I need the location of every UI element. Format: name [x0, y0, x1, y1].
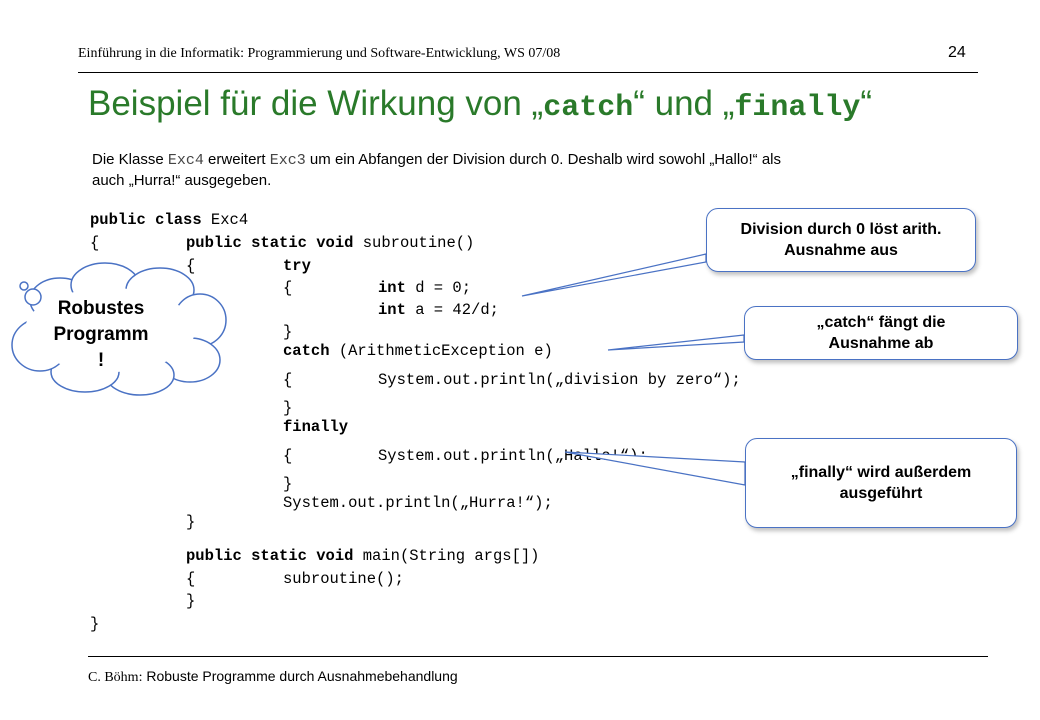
code-line-6: } — [283, 323, 293, 341]
title-quote-close-1: “ — [633, 84, 645, 123]
intro-text-2: erweitert — [203, 151, 270, 168]
callout-finally: „finally“ wird außerdem ausgeführt — [745, 438, 1017, 528]
code-line-2: { — [90, 234, 100, 252]
callout-pointer-1 — [521, 253, 707, 297]
callout-3-line-1: „finally“ wird außerdem — [790, 464, 972, 481]
cloud-bubble-small — [19, 281, 29, 291]
intro-text-4: auch „Hurra!“ ausgegeben. — [92, 172, 272, 189]
title-quote-close-2: “ — [860, 84, 873, 123]
code-line-10: finally — [283, 418, 349, 436]
callout-2-line-1: „catch“ fängt die — [816, 314, 946, 331]
code-line-14: } — [186, 513, 196, 531]
code-line-18: } — [90, 615, 100, 633]
slide-title: Beispiel für die Wirkung von „catch“ und… — [88, 84, 872, 125]
callout-pointer-3 — [564, 451, 746, 486]
code-line-5: int a = 42/d; — [378, 301, 499, 319]
header-divider — [78, 72, 978, 73]
cloud-line-3: ! — [97, 350, 105, 371]
code-line-16: { — [186, 570, 196, 588]
intro-code-exc3: Exc3 — [269, 152, 306, 169]
code-line-1: public class Exc4 — [90, 211, 249, 229]
cloud-shape — [11, 262, 227, 396]
footer: C. Böhm: Robuste Programme durch Ausnahm… — [88, 668, 458, 686]
code-line-9: } — [283, 399, 293, 417]
title-middle: und — [644, 84, 723, 123]
header-course-title: Einführung in die Informatik: Programmie… — [78, 46, 561, 61]
footer-topic: Robuste Programme durch Ausnahmebehandlu… — [142, 668, 458, 684]
code-line-16b: subroutine(); — [283, 570, 404, 588]
code-line-11b: System.out.println(„Hallo!“); — [378, 447, 648, 465]
intro-text-1: Die Klasse — [92, 151, 168, 168]
code-line-11: { — [283, 447, 293, 465]
title-quote-open-1: „ — [531, 84, 544, 123]
cloud-line-1: Robustes — [57, 298, 145, 319]
intro-code-exc4: Exc4 — [167, 152, 204, 169]
callout-3-line-2: ausgeführt — [839, 485, 923, 502]
code-line-15: public static void main(String args[]) — [186, 547, 540, 565]
code-line-2b: public static void subroutine() — [186, 234, 475, 252]
title-quote-open-2: „ — [722, 84, 735, 123]
callout-1-line-2: Ausnahme aus — [784, 242, 898, 259]
code-line-4b: int d = 0; — [378, 279, 472, 297]
title-keyword-finally: finally — [734, 91, 861, 125]
footer-divider — [88, 656, 988, 657]
callout-2-line-2: Ausnahme ab — [828, 335, 934, 352]
code-line-4: { — [283, 279, 293, 297]
cloud-line-2: Programm — [53, 324, 149, 345]
intro-text-3: um ein Abfangen der Division durch 0. De… — [305, 151, 781, 168]
code-line-3b: try — [283, 257, 311, 275]
cloud-bubble-large — [24, 288, 42, 306]
page-number: 24 — [948, 44, 966, 61]
callout-1-line-1: Division durch 0 löst arith. — [740, 221, 942, 238]
title-keyword-catch: catch — [543, 91, 634, 125]
callout-pointer-2 — [607, 334, 745, 351]
code-line-8b: System.out.println(„division by zero“); — [378, 371, 741, 389]
code-line-7: catch (ArithmeticException e) — [283, 342, 553, 360]
footer-author: C. Böhm: — [88, 670, 143, 685]
code-line-12: } — [283, 475, 293, 493]
title-prefix: Beispiel für die Wirkung von — [88, 84, 532, 123]
intro-paragraph: Die Klasse Exc4 erweitert Exc3 um ein Ab… — [92, 150, 992, 191]
callout-division-by-zero: Division durch 0 löst arith. Ausnahme aus — [706, 208, 976, 272]
code-line-3: { — [186, 257, 196, 275]
code-line-8: { — [283, 371, 293, 389]
code-line-13: System.out.println(„Hurra!“); — [283, 494, 553, 512]
code-line-17: } — [186, 592, 196, 610]
